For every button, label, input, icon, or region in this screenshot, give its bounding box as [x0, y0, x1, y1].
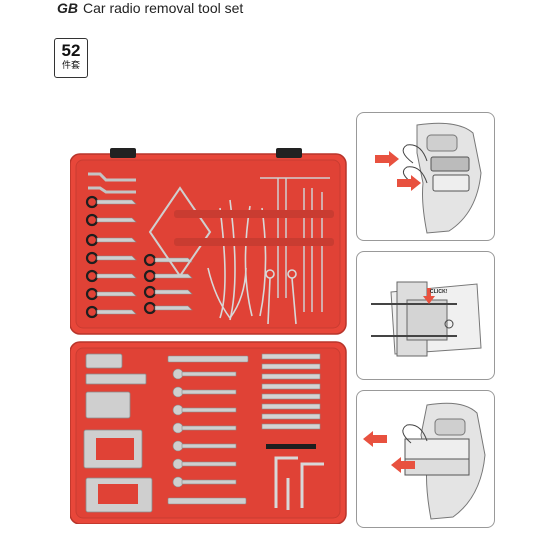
illustration-panel-remove	[356, 390, 495, 528]
radio-insert-illustration	[375, 122, 482, 234]
tray-flat-blades	[261, 353, 321, 430]
radio-click-illustration	[371, 281, 482, 357]
illustration-panel-click: CLICK!	[356, 251, 495, 380]
lid-key-blades	[96, 199, 193, 315]
product-title: Car radio removal tool set	[83, 0, 244, 16]
lid-wire-diamond	[148, 186, 212, 278]
remove-arrow-bottom	[391, 457, 415, 473]
insert-arrow-bottom	[397, 175, 421, 191]
illustration-panel-insert	[356, 112, 495, 241]
remove-arrow-top	[363, 431, 387, 447]
case-clasp-right	[276, 148, 302, 158]
piece-count-unit: 件套	[61, 60, 80, 70]
tray-ring-tools	[167, 355, 249, 505]
lid-u-tools	[88, 172, 136, 194]
piece-count-badge: 52 件套	[54, 38, 88, 78]
tray-l-brackets	[274, 456, 324, 510]
header: GB Car radio removal tool set	[57, 0, 243, 16]
insert-arrow-top	[375, 151, 399, 167]
tool-case-image	[70, 148, 347, 524]
tray-black-bar	[266, 444, 316, 449]
language-code: GB	[57, 0, 78, 16]
piece-count: 52	[61, 41, 81, 60]
click-label: CLICK!	[430, 289, 448, 295]
case-clasp-left	[110, 148, 136, 158]
click-arrow	[423, 288, 435, 304]
radio-remove-illustration	[363, 402, 486, 520]
